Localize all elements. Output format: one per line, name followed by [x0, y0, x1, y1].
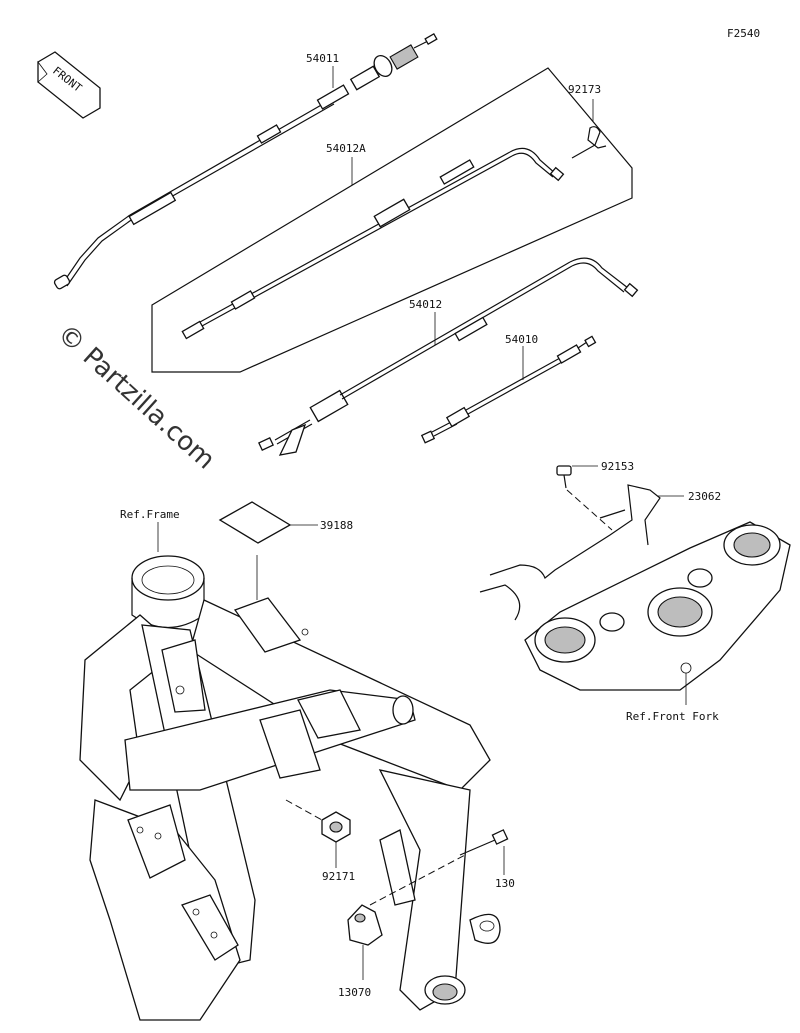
- callout-92153: 92153: [601, 460, 634, 473]
- callout-54012A: 54012A: [326, 142, 366, 155]
- throttle-cable-54012[interactable]: [258, 257, 639, 456]
- bolt-130[interactable]: [459, 829, 509, 856]
- cable-group-box: [151, 67, 633, 373]
- callout-54010: 54010: [505, 333, 538, 346]
- callout-54011: 54011: [306, 52, 339, 65]
- watermark: © Partzilla.com: [51, 319, 220, 476]
- choke-cable-54010[interactable]: [420, 335, 597, 444]
- front-arrow-icon: FRONT: [37, 51, 101, 119]
- clamp-13070[interactable]: [347, 904, 383, 946]
- callout-39188: 39188: [320, 519, 353, 532]
- callout-92173: 92173: [568, 83, 601, 96]
- clip-92173[interactable]: [571, 126, 607, 159]
- triple-clamp: [524, 521, 791, 691]
- throttle-cable-54012A[interactable]: [181, 147, 565, 340]
- label-sticker-39188[interactable]: [218, 501, 292, 544]
- dash-92171: [285, 799, 323, 821]
- clutch-cable-54011[interactable]: [53, 33, 438, 290]
- callout-92171: 92171: [322, 870, 355, 883]
- ref-front-fork-label: Ref.Front Fork: [626, 710, 719, 723]
- screw-92153[interactable]: [556, 465, 572, 489]
- motorcycle-frame: [79, 555, 501, 1021]
- callout-54012: 54012: [409, 298, 442, 311]
- figure-code: F2540: [727, 27, 760, 40]
- callout-130: 130: [495, 877, 515, 890]
- callout-23062: 23062: [688, 490, 721, 503]
- callout-13070: 13070: [338, 986, 371, 999]
- dash-92153: [566, 489, 613, 531]
- ref-frame-label: Ref.Frame: [120, 508, 180, 521]
- cable-guide-23062[interactable]: [479, 484, 661, 621]
- dash-13070: [369, 854, 466, 906]
- nut-92171[interactable]: [321, 811, 351, 843]
